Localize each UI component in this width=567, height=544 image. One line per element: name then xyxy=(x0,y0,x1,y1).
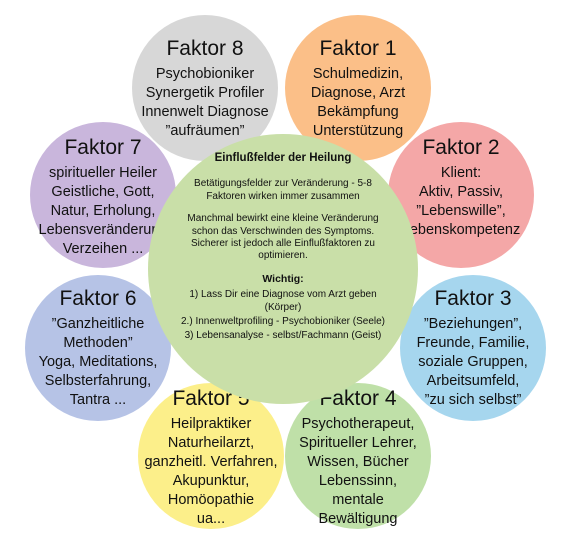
factor-5-line: Heilpraktiker xyxy=(170,416,252,432)
center-paragraph: Betätigungsfelder zur Veränderung - 5-8 … xyxy=(194,178,372,202)
factor-4-circle: Faktor 4 Psychotherapeut, Spiritueller L… xyxy=(285,383,431,529)
factor-3-line: ”zu sich selbst” xyxy=(424,392,522,408)
factor-1-line: Schulmedizin, xyxy=(312,66,404,82)
factor-5-line: ganzheitl. Verfahren, xyxy=(144,454,278,470)
factor-8-line: ”aufräumen” xyxy=(165,123,245,139)
center-title: Einflußfelder der Heilung xyxy=(214,152,352,164)
factor-4-line: Psychotherapeut, xyxy=(301,416,415,432)
factor-2-title: Faktor 2 xyxy=(422,136,500,159)
factor-6-line: Yoga, Meditations, xyxy=(38,354,158,370)
factor-4-line: Wissen, Bücher xyxy=(307,454,409,470)
factor-7-line: Lebensveränderung xyxy=(38,222,168,238)
factor-4-line: Bewältigung xyxy=(318,511,398,527)
factor-7-line: Verzeihen ... xyxy=(62,241,144,257)
factor-5-line: Akupunktur, xyxy=(172,473,250,489)
factor-1-line: Diagnose, Arzt xyxy=(310,85,406,101)
factor-4-title: Faktor 4 xyxy=(319,387,397,410)
factor-3-line: Freunde, Familie, xyxy=(416,335,530,351)
factor-2-line: Aktiv, Passiv, xyxy=(418,184,504,200)
important-item: 2.) Innenweltprofiling - Psychobioniker … xyxy=(181,316,385,328)
factor-4-line: Spiritueller Lehrer, xyxy=(299,435,417,451)
factor-3-circle: Faktor 3 ”Beziehungen”, Freunde, Familie… xyxy=(400,275,546,421)
factor-5-line: Homöopathie xyxy=(167,492,255,508)
factor-4-line: Lebenssinn, xyxy=(318,473,398,489)
factor-6-title: Faktor 6 xyxy=(59,287,137,310)
factor-2-line: ”Lebenswille”, xyxy=(416,203,506,219)
factor-2-line: Klient: xyxy=(440,165,482,181)
factor-6-circle: Faktor 6 ”Ganzheitliche Methoden” Yoga, … xyxy=(25,275,171,421)
factor-3-line: soziale Gruppen, xyxy=(418,354,528,370)
factor-7-line: Geistliche, Gott, xyxy=(51,184,155,200)
factor-4-line: mentale xyxy=(332,492,384,508)
important-item: 3) Lebensanalyse - selbst/Fachmann (Geis… xyxy=(184,330,382,342)
factor-5-circle: Faktor 5 Heilpraktiker Naturheilarzt, ga… xyxy=(138,383,284,529)
factor-6-line: Tantra ... xyxy=(69,392,127,408)
factor-1-line: Unterstützung xyxy=(312,123,404,139)
factor-6-line: ”Ganzheitliche xyxy=(51,316,145,332)
factor-8-circle: Faktor 8 Psychobioniker Synergetik Profi… xyxy=(132,15,278,161)
factor-7-line: Natur, Erholung, xyxy=(50,203,156,219)
factor-8-line: Synergetik Profiler xyxy=(145,85,265,101)
factor-1-title: Faktor 1 xyxy=(319,37,397,60)
factor-8-line: Psychobioniker xyxy=(155,66,255,82)
factor-7-line: spiritueller Heiler xyxy=(49,165,157,181)
center-circle: Einflußfelder der Heilung Betätigungsfel… xyxy=(148,134,418,404)
factor-8-title: Faktor 8 xyxy=(166,37,244,60)
factor-2-line: Lebenskompetenz xyxy=(401,222,521,238)
factor-1-line: Bekämpfung xyxy=(317,104,399,120)
factor-3-line: Arbeitsumfeld, xyxy=(426,373,520,389)
factor-7-circle: Faktor 7 spiritueller Heiler Geistliche,… xyxy=(30,122,176,268)
center-paragraph: Manchmal bewirkt eine kleine Veränderung… xyxy=(187,213,379,262)
factor-8-line: Innenwelt Diagnose xyxy=(141,104,269,120)
important-heading: Wichtig: xyxy=(262,272,304,285)
factor-5-line: Naturheilarzt, xyxy=(167,435,255,451)
factor-3-line: ”Beziehungen”, xyxy=(423,316,523,332)
important-item: 1) Lass Dir eine Diagnose vom Arzt geben… xyxy=(189,289,377,313)
factor-7-title: Faktor 7 xyxy=(64,136,142,159)
factor-6-line: Methoden” xyxy=(63,335,133,351)
factor-3-title: Faktor 3 xyxy=(434,287,512,310)
factor-6-line: Selbsterfahrung, xyxy=(44,373,152,389)
factor-5-line: ua... xyxy=(196,511,226,527)
